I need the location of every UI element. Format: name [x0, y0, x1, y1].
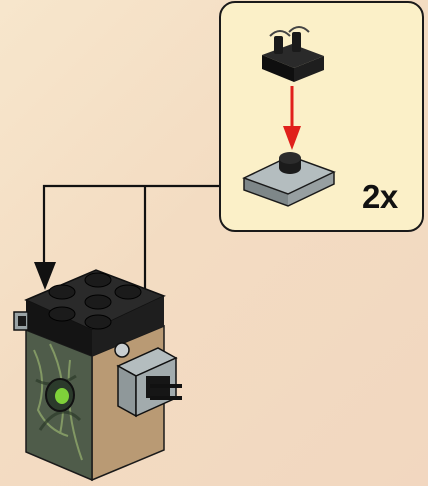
- left-side-clip: [13, 311, 29, 331]
- quantity-label: 2x: [362, 178, 398, 215]
- side-jumper-plate: [114, 342, 182, 418]
- studs: [48, 272, 142, 330]
- clip-plate-icon: [262, 26, 324, 82]
- red-arrow-icon: [283, 86, 301, 150]
- jumper-plate-icon: [242, 152, 336, 207]
- placement-arrow-left-icon: [34, 262, 56, 290]
- connector-line-left: [42, 184, 222, 262]
